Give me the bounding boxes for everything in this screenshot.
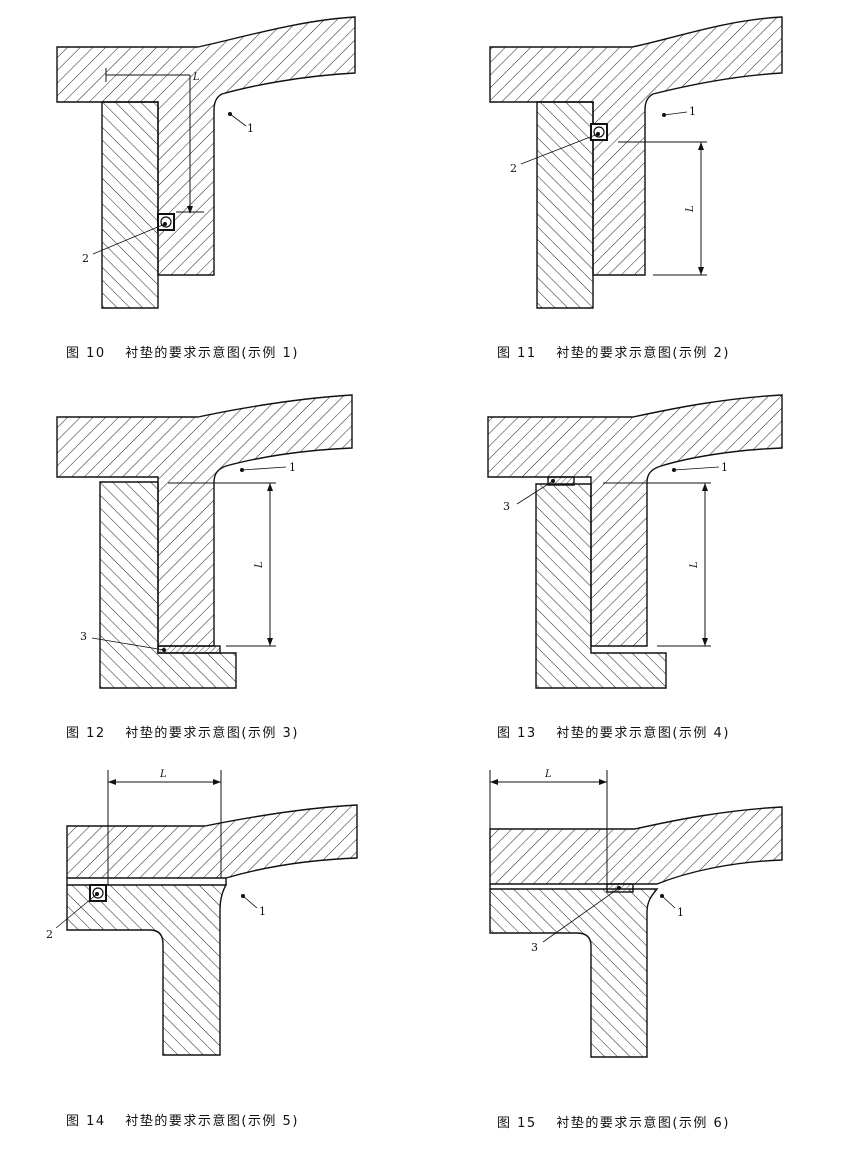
dim-L-label: L bbox=[689, 561, 700, 569]
figure-caption: 图 12 衬垫的要求示意图(示例 3) bbox=[66, 722, 299, 741]
dim-L-label: L bbox=[254, 561, 265, 569]
caption-prefix: 图 bbox=[66, 1114, 81, 1129]
figure-14-drawing: L 1 2 bbox=[46, 769, 358, 1056]
caption-prefix: 图 bbox=[497, 1116, 512, 1131]
gasket-round bbox=[157, 213, 175, 231]
figure-11-drawing: L 1 2 bbox=[489, 16, 783, 309]
label-1: 1 bbox=[259, 905, 266, 918]
figure-11: L 1 2 图 11 衬垫的要求示意图(示例 2) bbox=[425, 0, 850, 370]
caption-number: 12 bbox=[86, 726, 106, 741]
figure-caption: 图 10 衬垫的要求示意图(示例 1) bbox=[66, 342, 299, 361]
caption-title: 衬垫的要求示意图(示例 1) bbox=[125, 346, 299, 361]
figure-caption: 图 14 衬垫的要求示意图(示例 5) bbox=[66, 1110, 299, 1129]
caption-title: 衬垫的要求示意图(示例 3) bbox=[125, 726, 299, 741]
figure-13-drawing: L 1 3 bbox=[487, 394, 783, 689]
gasket-round bbox=[590, 123, 608, 141]
body-wall bbox=[99, 481, 237, 689]
label-3: 3 bbox=[80, 630, 87, 643]
figure-13: L 1 3 图 13 衬垫的要求示意图(示例 4) bbox=[425, 370, 850, 750]
figure-caption: 图 15 衬垫的要求示意图(示例 6) bbox=[497, 1112, 730, 1131]
caption-number: 14 bbox=[86, 1114, 106, 1129]
label-3: 3 bbox=[531, 941, 538, 954]
caption-title: 衬垫的要求示意图(示例 6) bbox=[556, 1116, 730, 1131]
figure-10-drawing: L 1 2 bbox=[56, 16, 356, 309]
body-wall bbox=[535, 483, 667, 689]
caption-number: 11 bbox=[517, 346, 537, 361]
figure-12-drawing: L 1 3 bbox=[56, 394, 353, 689]
body-flange bbox=[489, 888, 659, 1058]
caption-number: 10 bbox=[86, 346, 106, 361]
caption-number: 13 bbox=[517, 726, 537, 741]
body-wall bbox=[536, 101, 594, 309]
caption-number: 15 bbox=[517, 1116, 537, 1131]
caption-title: 衬垫的要求示意图(示例 4) bbox=[556, 726, 730, 741]
figure-15: L 1 3 图 15 衬垫的要求示意图(示例 6) bbox=[425, 750, 850, 1160]
label-1: 1 bbox=[721, 461, 728, 474]
caption-prefix: 图 bbox=[497, 346, 512, 361]
figure-12: L 1 3 图 12 衬垫的要求示意图(示例 3) bbox=[0, 370, 425, 750]
figure-caption: 图 11 衬垫的要求示意图(示例 2) bbox=[497, 342, 730, 361]
gasket-flat bbox=[547, 476, 575, 486]
label-2: 2 bbox=[82, 252, 89, 265]
caption-prefix: 图 bbox=[66, 726, 81, 741]
label-3: 3 bbox=[503, 500, 510, 513]
figure-15-drawing: L 1 3 bbox=[489, 769, 783, 1058]
figure-14: L 1 2 图 14 衬垫的要求示意图(示例 5) bbox=[0, 750, 425, 1160]
dim-L-label: L bbox=[159, 769, 167, 780]
caption-title: 衬垫的要求示意图(示例 2) bbox=[556, 346, 730, 361]
label-1: 1 bbox=[289, 461, 296, 474]
label-2: 2 bbox=[510, 162, 517, 175]
body-flange bbox=[66, 884, 228, 1056]
caption-prefix: 图 bbox=[66, 346, 81, 361]
lid-part bbox=[56, 16, 356, 276]
label-1: 1 bbox=[689, 105, 696, 118]
label-2: 2 bbox=[46, 928, 53, 941]
label-1: 1 bbox=[677, 906, 684, 919]
dim-L-label: L bbox=[192, 72, 200, 83]
dim-L-label: L bbox=[685, 205, 696, 213]
lid-part bbox=[56, 394, 353, 647]
lid-part bbox=[489, 16, 783, 276]
caption-prefix: 图 bbox=[497, 726, 512, 741]
body-wall bbox=[101, 101, 159, 309]
figure-caption: 图 13 衬垫的要求示意图(示例 4) bbox=[497, 722, 730, 741]
label-1: 1 bbox=[247, 122, 254, 135]
lid-part bbox=[66, 804, 358, 879]
caption-title: 衬垫的要求示意图(示例 5) bbox=[125, 1114, 299, 1129]
lid-part bbox=[487, 394, 783, 647]
dim-L-label: L bbox=[544, 769, 552, 780]
figure-10: L 1 2 图 10 衬垫的要求示意图(示例 1) bbox=[0, 0, 425, 370]
lid-part bbox=[489, 806, 783, 885]
gasket-flat bbox=[157, 645, 221, 654]
